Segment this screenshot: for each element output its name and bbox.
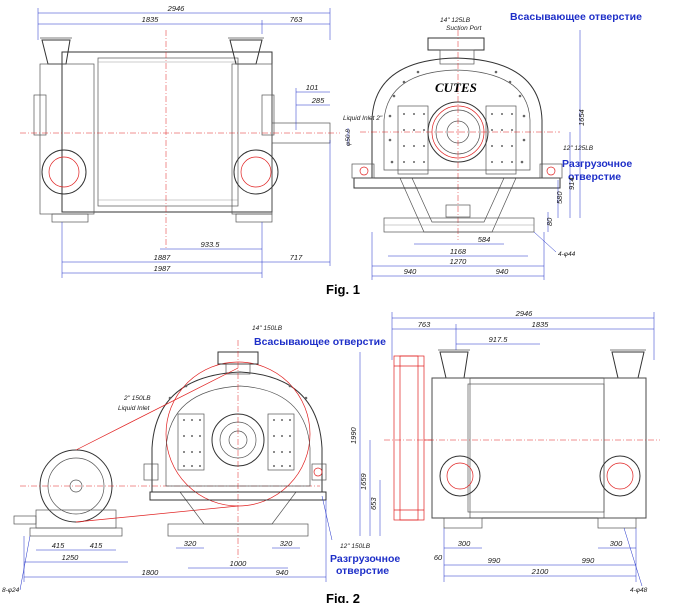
dim-914: 914 — [567, 177, 576, 190]
dim-101: 101 — [306, 83, 319, 92]
dim-320-left: 320 — [184, 539, 197, 548]
discharge-note-fig1: 12" 125LB — [563, 145, 594, 152]
dim-1987: 1987 — [154, 264, 172, 273]
casing-bolts — [388, 70, 526, 164]
dim-2946-fig2: 2946 — [515, 309, 534, 318]
dim-2946: 2946 — [167, 4, 186, 13]
dim-1835: 1835 — [142, 15, 160, 24]
dim-763-fig2: 763 — [418, 320, 431, 329]
dim-1654: 1654 — [577, 109, 586, 126]
dim-580: 580 — [555, 191, 564, 204]
dim-990-right: 990 — [582, 556, 595, 565]
suction-port-note-line2: Suction Port — [446, 25, 483, 32]
liquid-inlet-note-fig2-line2: Liquid Inlet — [118, 405, 151, 412]
fig2-end-view — [13, 340, 333, 591]
discharge-label-ru-fig1-line2: отверстие — [568, 171, 621, 183]
brand-logo: CUTES — [435, 80, 477, 95]
suction-label-ru-fig2: Всасывающее отверстие — [254, 336, 386, 348]
dim-4-phi48: 4-φ48 — [630, 587, 648, 594]
dim-320-right: 320 — [280, 539, 293, 548]
dim-8-phi24: 8-φ24 — [2, 587, 20, 594]
dim-300-right: 300 — [610, 539, 623, 548]
dim-415-right: 415 — [90, 541, 103, 550]
dim-1835-fig2: 1835 — [532, 320, 550, 329]
dim-717: 717 — [290, 253, 303, 262]
dim-285: 285 — [311, 96, 325, 105]
dim-940-right: 940 — [496, 267, 509, 276]
fig1-caption: Fig. 1 — [326, 282, 360, 297]
dim-415-left: 415 — [52, 541, 65, 550]
dim-300-left: 300 — [458, 539, 471, 548]
liquid-inlet-note-fig2-line1: 2" 150LB — [123, 395, 151, 402]
discharge-label-ru-fig2-line1: Разгрузочное — [330, 553, 400, 565]
suction-label-ru-fig1: Всасывающее отверстие — [510, 11, 642, 23]
dim-1250: 1250 — [62, 553, 80, 562]
dim-1168: 1168 — [450, 247, 467, 256]
discharge-label-ru-fig1-line1: Разгрузочное — [562, 158, 632, 170]
dim-940-left: 940 — [404, 267, 417, 276]
dim-933-5: 933.5 — [201, 240, 221, 249]
discharge-note-fig2: 12" 150LB — [340, 543, 371, 550]
dim-80: 80 — [545, 217, 554, 226]
dim-phi50-8: φ50.8 — [345, 129, 352, 146]
fig2-caption: Fig. 2 — [326, 591, 360, 603]
dim-1659: 1659 — [359, 472, 368, 490]
dim-1270: 1270 — [450, 257, 468, 266]
dim-4-phi44: 4-φ44 — [558, 251, 576, 258]
dim-653: 653 — [369, 497, 378, 510]
suction-note-fig2: 14" 150LB — [252, 325, 283, 332]
discharge-label-ru-fig2-line2: отверстие — [336, 565, 389, 577]
suction-port-note-line: 14" 125LB — [440, 17, 471, 24]
dim-917-5: 917.5 — [489, 335, 509, 344]
bolt-grid-right — [491, 113, 513, 163]
dim-763: 763 — [290, 15, 303, 24]
dim-2100: 2100 — [531, 567, 550, 576]
dim-1800: 1800 — [142, 568, 160, 577]
dim-60: 60 — [434, 553, 443, 562]
fig2-side-view — [359, 312, 660, 587]
bolt-grid-left — [403, 113, 425, 163]
fig1-end-view — [347, 30, 581, 280]
fig1-side-view — [20, 8, 340, 278]
liquid-inlet-note-fig1: Liquid Inlet 2" — [343, 115, 383, 122]
suction-port-note-1: 14" 125LB Suction Port — [440, 17, 483, 32]
dim-584: 584 — [478, 235, 491, 244]
dim-1887: 1887 — [154, 253, 172, 262]
fig2-bolt-grid — [168, 384, 308, 467]
dim-1000: 1000 — [230, 559, 248, 568]
dim-940-fig2: 940 — [276, 568, 289, 577]
dim-990-left: 990 — [488, 556, 501, 565]
dim-1990: 1990 — [349, 426, 358, 444]
